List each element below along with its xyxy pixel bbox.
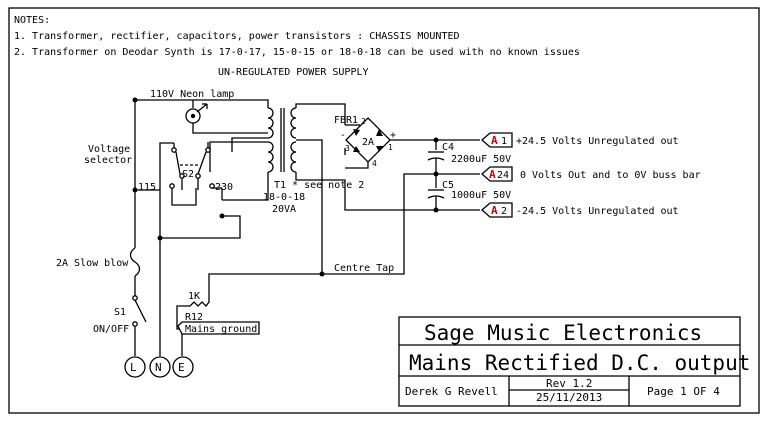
rectifier-rating: 2A [362,137,374,148]
rectifier-minus: - [340,130,346,141]
rectifier-pin-2: 2 [361,117,366,126]
mains-terminals: L N E [124,356,194,378]
transformer-label-3: 20VA [272,204,296,215]
mains-ground-label: Mains ground [185,324,257,335]
drawing-title: Mains Rectified D.C. output [409,351,750,375]
connector-a1-label: +24.5 Volts Unregulated out [516,136,679,147]
secondary-winding-lower [290,141,297,173]
voltage-selector-label-1: Voltage [88,144,130,155]
terminal-neutral-label: N [155,361,162,374]
centre-tap-label: Centre Tap [334,263,394,274]
connector-a1-letter: A [491,134,498,147]
c4-label: C4 [442,142,454,153]
drawing-frame [8,7,760,414]
transformer-label-1: T1 * see note 2 [274,180,364,191]
on-off-label: ON/OFF [93,324,129,335]
connector-a1: A 1 +24.5 Volts Unregulated out [481,132,679,148]
r12-label: R12 [185,312,203,323]
connector-a24-letter: A [489,168,496,181]
primary-winding-lower [267,141,274,173]
rectifier-pin-1: 1 [388,143,393,152]
connector-a2-pin: 2 [501,206,507,217]
rectifier-plus: + [390,130,396,141]
s1-label: S1 [114,307,126,318]
section-title: UN-REGULATED POWER SUPPLY [218,67,369,78]
terminal-live-label: L [130,361,137,374]
mains-ground-tag [177,321,260,335]
terminal-neutral [149,356,171,378]
voltage-selector-label-2: selector [84,155,132,166]
c5-value: 1000uF 50V [451,190,511,201]
note-2: 2. Transformer on Deodar Synth is 17-0-1… [14,47,580,58]
c4-value: 2200uF 50V [451,154,511,165]
notes-heading: NOTES: [14,15,50,26]
connector-a2-letter: A [491,204,498,217]
transformer [280,103,480,277]
terminal-earth-label: E [178,361,185,374]
connector-a24: A 24 0 Volts Out and to 0V buss bar [481,166,701,182]
neon-lamp-label: 110V Neon lamp [150,89,234,100]
primary-winding-upper [267,107,274,139]
company-name: Sage Music Electronics [424,321,702,345]
tap-115-label: 115 [138,182,156,193]
rectifier-label: FBR1 [334,115,358,126]
connector-a24-label: 0 Volts Out and to 0V buss bar [520,170,701,181]
connector-a2-label: -24.5 Volts Unregulated out [516,206,679,217]
fuse-label: 2A Slow blow [56,258,129,269]
connector-a1-pin: 1 [501,136,507,147]
rectifier-pin-3: 3 [345,144,350,153]
s2-label: S2 [182,169,194,180]
author: Derek G Revell [405,385,498,398]
title-block: Sage Music Electronics Mains Rectified D… [398,316,750,407]
secondary-winding-upper [290,107,297,139]
on-off-switch-icon [134,299,147,323]
connector-a2: A 2 -24.5 Volts Unregulated out [481,202,679,218]
output-wiring [427,137,480,213]
revision: Rev 1.2 [546,377,592,390]
c5-label: C5 [442,180,454,191]
date: 25/11/2013 [536,391,602,404]
terminal-live [124,356,146,378]
page-number: Page 1 OF 4 [647,385,720,398]
r12-value: 1K [188,291,200,302]
tap-230-label: 230 [215,182,233,193]
connector-a24-pin: 24 [497,170,509,181]
primary-wiring [129,97,322,356]
rectifier-pin-4: 4 [372,159,377,168]
note-1: 1. Transformer, rectifier, capacitors, p… [14,31,460,42]
fuse-icon [129,247,141,277]
terminal-earth [172,356,194,378]
transformer-label-2: 18-0-18 [263,192,305,203]
bridge-rectifier [344,117,434,169]
